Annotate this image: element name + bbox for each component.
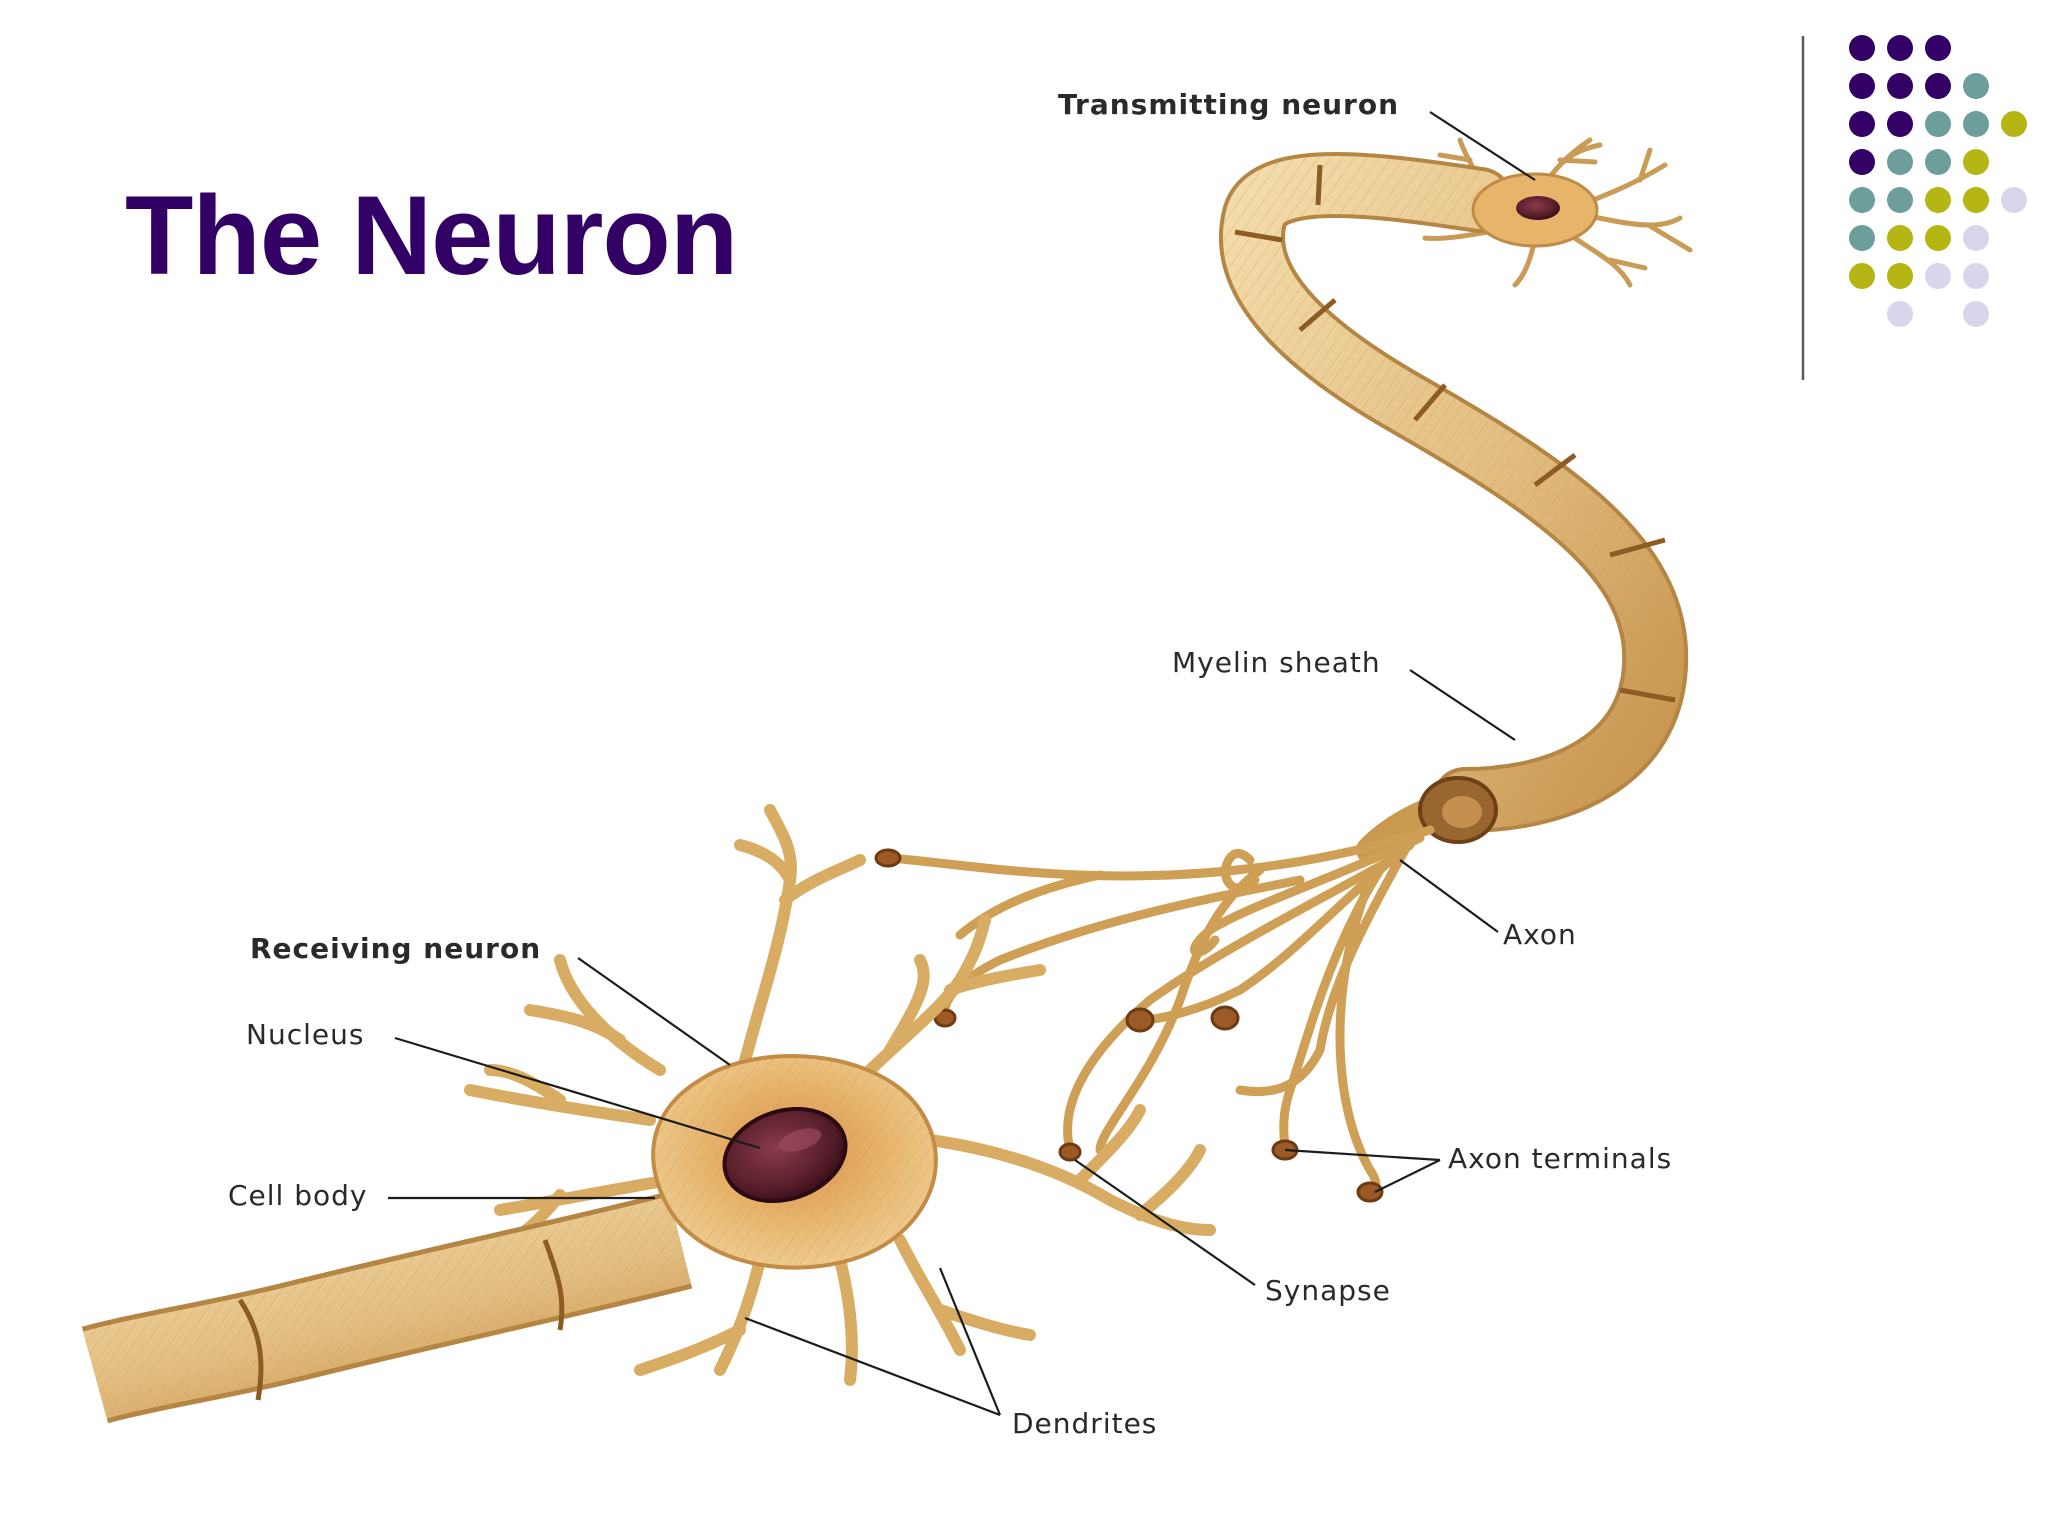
decor-dot-olive — [1849, 263, 1875, 289]
decor-dot-teal — [1925, 149, 1951, 175]
label-myelin-sheath: Myelin sheath — [1172, 646, 1381, 679]
transmitting-neuron-drawing — [1219, 137, 1693, 833]
transmitting-nucleus — [1516, 196, 1560, 220]
decor-dot-lavender — [2001, 187, 2027, 213]
decor-dot-purple — [1849, 73, 1875, 99]
decor-dot-olive — [1963, 149, 1989, 175]
decor-dot-olive — [1887, 225, 1913, 251]
leader-axon — [1399, 859, 1499, 933]
leader-dendrites-1 — [744, 1316, 1001, 1417]
decor-dot-lavender — [1887, 301, 1913, 327]
decor-dot-teal — [1849, 225, 1875, 251]
decor-dot-lavender — [1963, 301, 1989, 327]
decor-dot-olive — [1887, 263, 1913, 289]
decor-dot-purple — [1887, 35, 1913, 61]
decor-dot-purple — [1925, 35, 1951, 61]
diagram-labels: Transmitting neuron Myelin sheath Axon A… — [228, 88, 1672, 1440]
leader-receiving-neuron — [577, 957, 731, 1066]
decor-dot-olive — [1925, 187, 1951, 213]
label-leader-lines — [388, 111, 1536, 1417]
decor-dot-olive — [1963, 187, 1989, 213]
decor-dot-olive — [2001, 111, 2027, 137]
label-axon-terminals: Axon terminals — [1448, 1142, 1672, 1175]
label-cell-body: Cell body — [228, 1179, 367, 1212]
decor-dot-teal — [1963, 111, 1989, 137]
decor-dot-purple — [1887, 111, 1913, 137]
label-receiving-neuron: Receiving neuron — [250, 932, 541, 965]
label-nucleus: Nucleus — [246, 1018, 364, 1051]
nodes-of-ranvier — [1234, 164, 1676, 703]
leader-axon-terminal-2 — [1374, 1159, 1441, 1193]
leader-axon-terminal-1 — [1284, 1148, 1441, 1162]
label-dendrites: Dendrites — [1012, 1407, 1157, 1440]
decor-dot-teal — [1887, 187, 1913, 213]
transmitting-dendrites — [1422, 137, 1693, 288]
decor-dot-purple — [1849, 111, 1875, 137]
decor-dot-teal — [1925, 111, 1951, 137]
slide-title: The Neuron — [125, 173, 738, 298]
receiving-neuron-drawing — [81, 804, 1216, 1424]
decor-dot-teal — [1963, 73, 1989, 99]
leader-nucleus — [394, 1036, 761, 1150]
label-synapse: Synapse — [1265, 1274, 1391, 1307]
decor-dot-purple — [1849, 35, 1875, 61]
decor-dot-teal — [1887, 149, 1913, 175]
label-axon: Axon — [1503, 918, 1577, 951]
label-transmitting-neuron: Transmitting neuron — [1058, 88, 1399, 121]
decor-dot-lavender — [1963, 225, 1989, 251]
axon-terminal-branches — [874, 776, 1498, 1203]
leader-transmitting-neuron — [1429, 111, 1536, 181]
transmitting-axon — [1219, 152, 1689, 833]
decor-dot-lavender — [1963, 263, 1989, 289]
decor-dot-lavender — [1925, 263, 1951, 289]
corner-dot-grid — [1849, 35, 2027, 327]
decor-dot-purple — [1849, 149, 1875, 175]
decor-dot-purple — [1887, 73, 1913, 99]
decor-dot-olive — [1925, 225, 1951, 251]
leader-myelin-sheath — [1409, 669, 1516, 741]
decor-dot-teal — [1849, 187, 1875, 213]
decor-dot-purple — [1925, 73, 1951, 99]
leader-dendrites-2 — [938, 1267, 1002, 1416]
leader-synapse — [1074, 1159, 1256, 1286]
receiving-dendrites — [464, 804, 1216, 1386]
